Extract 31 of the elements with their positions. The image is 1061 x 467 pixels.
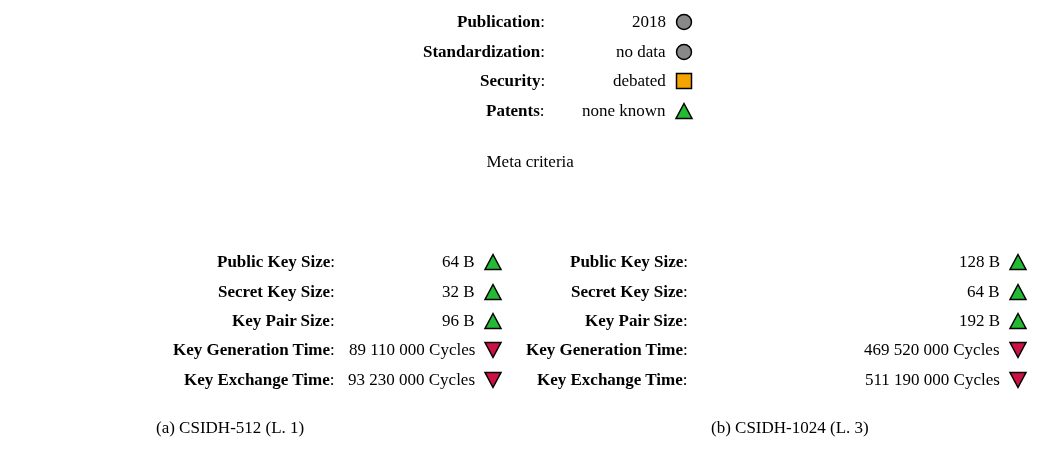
metric-label: Key Generation Time: xyxy=(526,339,688,361)
criterion-value: none known xyxy=(582,100,666,122)
metric-value: 32 B xyxy=(442,281,475,303)
criterion-value: 2018 xyxy=(632,11,666,33)
metric-value: 64 B xyxy=(442,251,475,273)
metric-label: Key Exchange Time: xyxy=(537,369,688,391)
criterion-label: Security: xyxy=(480,70,546,92)
sub-caption: Meta criteria xyxy=(486,151,574,173)
metric-label: Secret Key Size: xyxy=(571,281,688,303)
metric-value: 89 110 000 Cycles xyxy=(349,339,476,361)
metric-label: Key Pair Size: xyxy=(585,310,688,332)
metric-value: 96 B xyxy=(442,310,475,332)
sub-caption: (b) CSIDH-1024 (L. 3) xyxy=(711,417,869,439)
metric-value: 192 B xyxy=(959,310,1001,332)
metric-value: 93 230 000 Cycles xyxy=(348,369,476,391)
metric-label: Key Exchange Time: xyxy=(184,369,335,391)
criterion-label: Publication: xyxy=(457,11,545,33)
criterion-value: debated xyxy=(613,70,666,92)
metric-value: 469 520 000 Cycles xyxy=(864,339,1000,361)
metric-label: Secret Key Size: xyxy=(218,281,335,303)
metric-value: 128 B xyxy=(959,251,1001,273)
metric-label: Public Key Size: xyxy=(217,251,336,273)
metric-value: 511 190 000 Cycles xyxy=(865,369,1000,391)
metric-label: Key Generation Time: xyxy=(173,339,335,361)
metric-label: Public Key Size: xyxy=(570,251,689,273)
criterion-value: no data xyxy=(616,41,666,63)
sub-caption: (a) CSIDH-512 (L. 1) xyxy=(156,417,305,439)
metric-label: Key Pair Size: xyxy=(232,310,335,332)
metric-value: 64 B xyxy=(967,281,1000,303)
criterion-label: Standardization: xyxy=(423,41,545,63)
criterion-label: Patents: xyxy=(486,100,545,122)
